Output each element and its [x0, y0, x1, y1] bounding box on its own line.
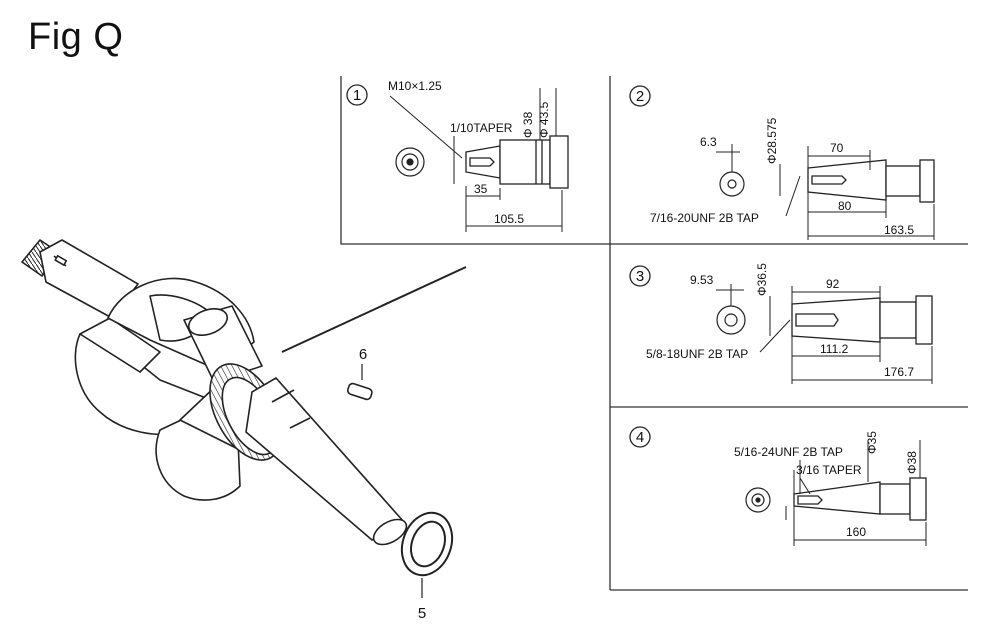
- panel-2-dim-6-3: 6.3: [700, 135, 717, 149]
- crankshaft: [21, 239, 408, 546]
- panel-3-dim-92: 92: [826, 277, 840, 291]
- panel-3-tap-label: 5/8-18UNF 2B TAP: [646, 347, 748, 361]
- panel-4-taper-label: 3/16 TAPER: [796, 463, 862, 477]
- panel-1: 1: [346, 79, 569, 232]
- panel-1-number: 1: [353, 87, 361, 104]
- panel-4-dia-35: Φ35: [865, 431, 879, 454]
- panel-2-number: 2: [636, 88, 644, 105]
- panel-1-dim-105: 105.5: [494, 212, 524, 226]
- panel-3-dim-176: 176.7: [884, 365, 914, 379]
- panel-1-dia-2: Φ 43.5: [537, 101, 551, 138]
- panel-2-dim-70: 70: [830, 141, 844, 155]
- callout-shim: 5: [418, 605, 426, 622]
- panel-3-dim-111: 111.2: [820, 342, 849, 356]
- panel-1-dim-35: 35: [474, 182, 488, 196]
- shim-washer: [400, 511, 454, 577]
- panel-4: 4 5/16-24UNF 2B T: [629, 426, 927, 546]
- panel-2-tap-label: 7/16-20UNF 2B TAP: [650, 211, 759, 225]
- panel-4-dia-38: Φ38: [905, 451, 919, 474]
- panel-4-dim-160: 160: [846, 525, 866, 539]
- panel-1-thread-label: M10×1.25: [388, 79, 442, 93]
- panel-frames: [340, 76, 968, 591]
- panel-4-tap-label: 5/16-24UNF 2B TAP: [734, 445, 843, 459]
- panel-2-dim-163: 163.5: [884, 223, 914, 237]
- panel-1-dia-1: Φ 38: [521, 111, 535, 138]
- panel-2-dim-80: 80: [838, 199, 852, 213]
- panel-3: 3: [629, 263, 933, 384]
- panel-4-number: 4: [636, 429, 644, 446]
- detail-leader-line: [281, 266, 467, 353]
- woodruff-key: [346, 382, 373, 401]
- panel-3-dim-9-53: 9.53: [690, 273, 714, 287]
- panel-3-dia: Φ36.5: [755, 263, 769, 296]
- panel-1-taper-label: 1/10TAPER: [450, 121, 513, 135]
- panel-3-number: 3: [636, 268, 644, 285]
- callout-key: 6: [359, 346, 367, 363]
- panel-2-dia: Φ28.575: [765, 117, 779, 164]
- figure-title: Fig Q: [28, 16, 124, 58]
- panel-2: 2: [629, 85, 935, 240]
